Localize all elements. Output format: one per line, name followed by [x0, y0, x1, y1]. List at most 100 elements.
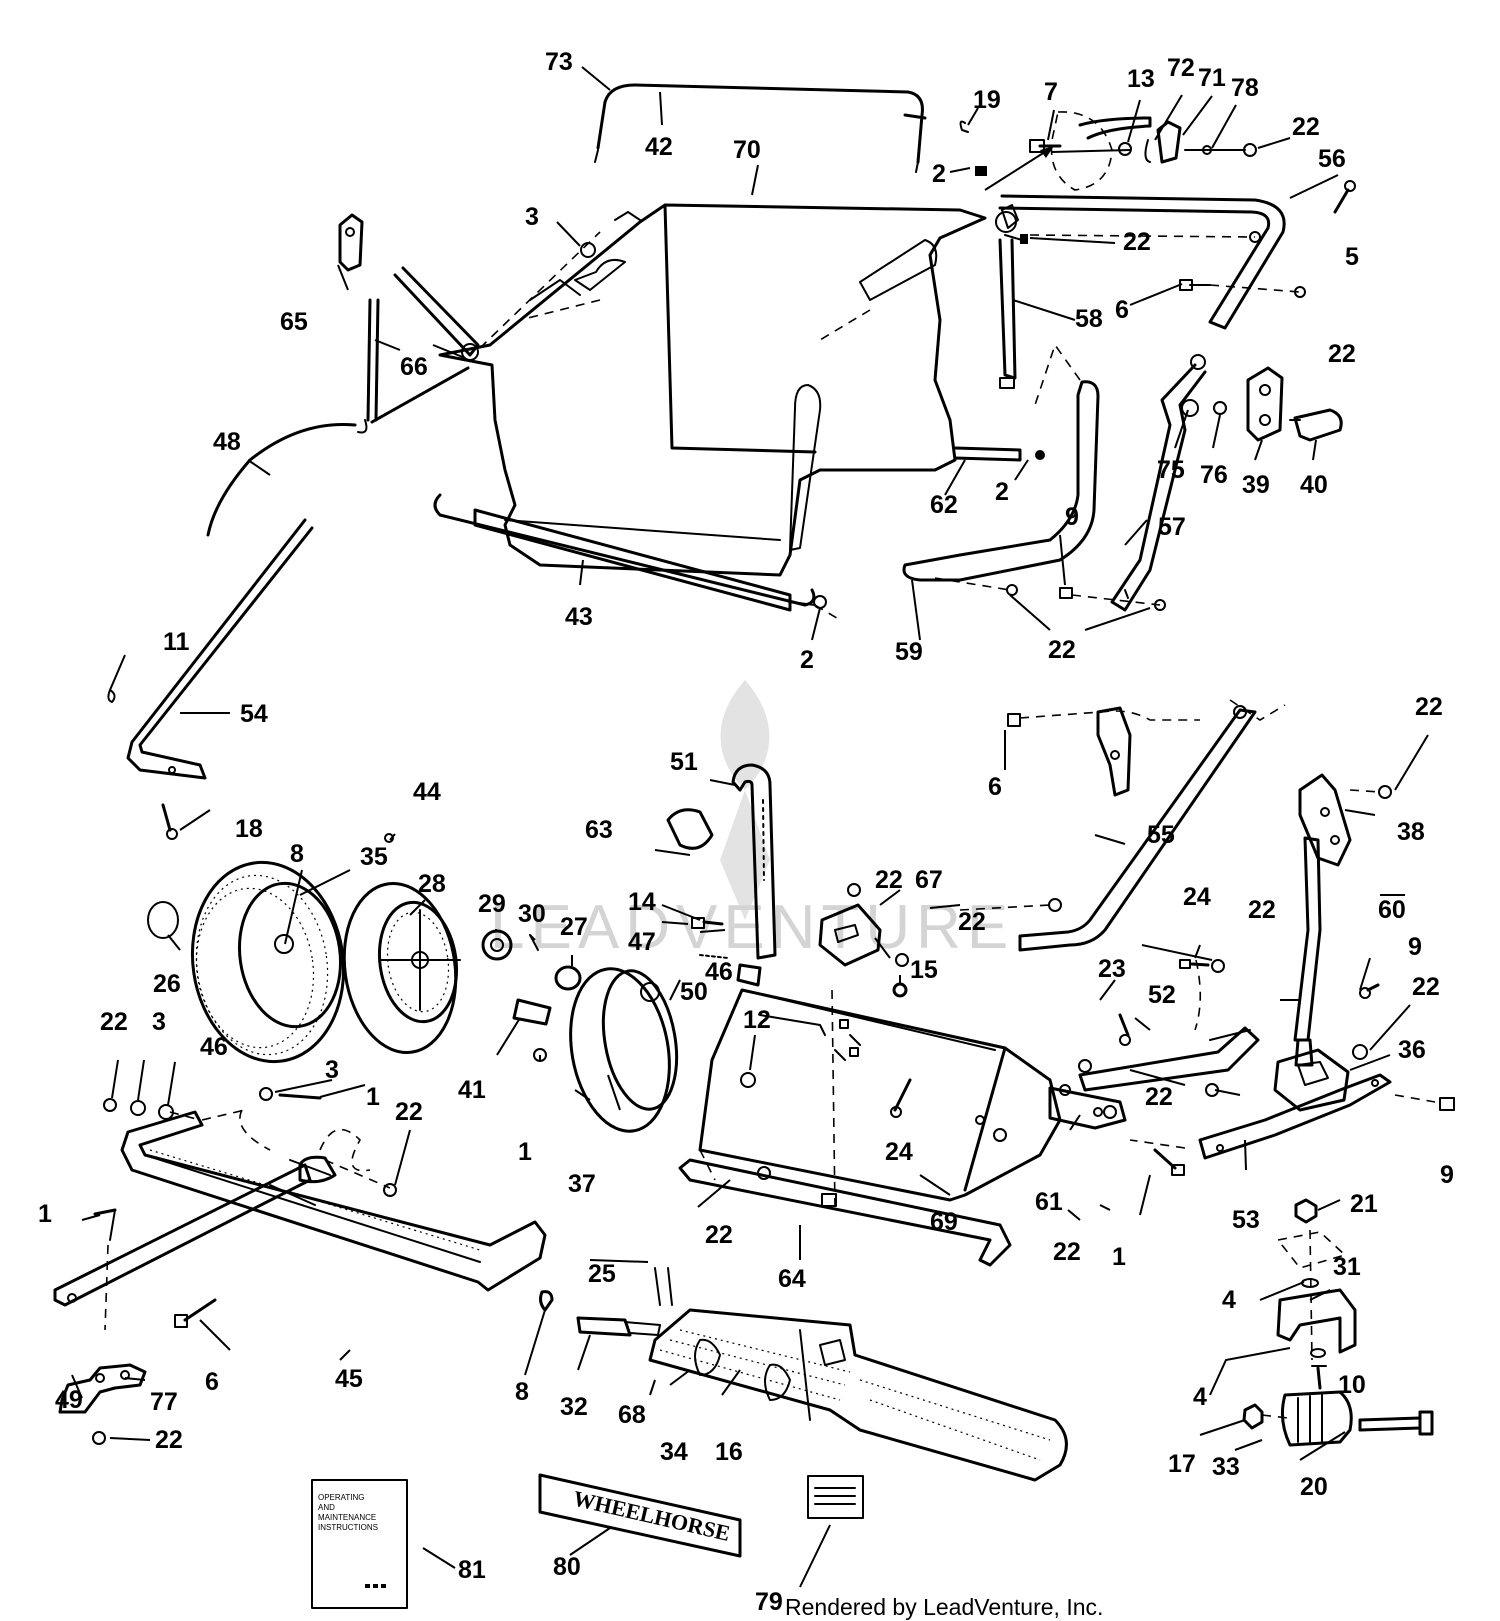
callout-68: 68: [618, 1401, 646, 1429]
callout-3: 3: [525, 203, 539, 231]
callout-32: 32: [560, 1393, 588, 1421]
callout-35: 35: [360, 843, 388, 871]
callout-28: 28: [418, 870, 446, 898]
callout-22: 22: [1048, 636, 1076, 664]
callout-22: 22: [1292, 113, 1320, 141]
callout-22: 22: [958, 908, 986, 936]
drive-disc: [569, 967, 671, 1133]
callout-8: 8: [290, 840, 304, 868]
wheelhorse-nameplate: [538, 1473, 742, 1558]
watermark-flame-icon: [720, 680, 770, 920]
callout-22: 22: [1248, 896, 1276, 924]
manual-line-4: INSTRUCTIONS: [318, 1523, 378, 1532]
callout-65: 65: [280, 308, 308, 336]
callout-49: 49: [55, 1386, 83, 1414]
callout-33: 33: [1212, 1453, 1240, 1481]
decal: [807, 1475, 864, 1519]
callout-1: 1: [1112, 1243, 1126, 1271]
manual-line-1: OPERATING: [318, 1493, 365, 1502]
callout-22: 22: [1145, 1083, 1173, 1111]
callout-22: 22: [1328, 340, 1356, 368]
callout-12: 12: [743, 1006, 771, 1034]
callout-2: 2: [800, 646, 814, 674]
callout-67: 67: [915, 866, 943, 894]
callout-24: 24: [885, 1138, 913, 1166]
callout-53: 53: [1232, 1206, 1260, 1234]
callout-71: 71: [1198, 64, 1226, 92]
handle-assembly: [594, 83, 1286, 330]
callout-5: 5: [1345, 243, 1359, 271]
frame-bar: [120, 1110, 547, 1292]
callout-52: 52: [1148, 981, 1176, 1009]
callout-9: 9: [1065, 503, 1079, 531]
callout-3: 3: [325, 1056, 339, 1084]
callout-70: 70: [733, 136, 761, 164]
callout-66: 66: [400, 353, 428, 381]
callout-55: 55: [1147, 821, 1175, 849]
callout-31: 31: [1333, 1253, 1361, 1281]
handle-side-bar: [998, 194, 1286, 330]
callout-44: 44: [413, 778, 441, 806]
callout-4: 4: [1222, 1286, 1236, 1314]
sweeper-housing: [678, 883, 1127, 1267]
manual-line-3: MAINTENANCE: [318, 1513, 376, 1522]
callout-29: 29: [478, 890, 506, 918]
callout-47: 47: [628, 928, 656, 956]
callout-2: 2: [995, 478, 1009, 506]
callout-1: 1: [366, 1083, 380, 1111]
callout-76: 76: [1200, 461, 1228, 489]
height-adjust-handle: [666, 763, 777, 987]
callout-30: 30: [518, 900, 546, 928]
callout-43: 43: [565, 603, 593, 631]
callout-40: 40: [1300, 471, 1328, 499]
callout-72: 72: [1167, 54, 1195, 82]
callout-59: 59: [895, 638, 923, 666]
right-arm-assembly: [959, 699, 1455, 1176]
callout-9: 9: [1408, 933, 1422, 961]
main-frame: [53, 1109, 547, 1445]
hopper-front-rod: [473, 508, 792, 612]
callout-61: 61: [1035, 1188, 1063, 1216]
callout-56: 56: [1318, 145, 1346, 173]
callout-69: 69: [930, 1208, 958, 1236]
leader-lines: [71, 66, 1429, 1588]
callout-18: 18: [235, 815, 263, 843]
callout-22: 22: [395, 1098, 423, 1126]
tire: [190, 860, 346, 1064]
callout-13: 13: [1127, 65, 1155, 93]
wheel-assembly: [103, 833, 679, 1133]
callout-1: 1: [38, 1200, 52, 1228]
callout-79: 79: [755, 1588, 783, 1616]
callout-25: 25: [588, 1260, 616, 1288]
brush: [648, 1308, 1068, 1482]
callout-57: 57: [1158, 513, 1186, 541]
callout-15: 15: [910, 956, 938, 984]
lift-arm: [1018, 708, 1257, 952]
callout-46: 46: [200, 1033, 228, 1061]
callout-75: 75: [1157, 456, 1185, 484]
callout-22: 22: [100, 1008, 128, 1036]
hopper-frame-arm: [902, 380, 1100, 582]
callout-42: 42: [645, 133, 673, 161]
callout-22: 22: [1053, 1238, 1081, 1266]
callout-22: 22: [1123, 228, 1151, 256]
manual-line-2: AND: [318, 1503, 335, 1512]
callout-46: 46: [705, 958, 733, 986]
callout-3: 3: [152, 1008, 166, 1036]
hopper-outline: [438, 203, 987, 577]
callout-27: 27: [560, 913, 588, 941]
callout-22: 22: [705, 1221, 733, 1249]
callout-38: 38: [1397, 818, 1425, 846]
callout-37: 37: [568, 1170, 596, 1198]
housing-body: [698, 988, 1062, 1202]
callout-21: 21: [1350, 1190, 1378, 1218]
roller-assembly: [1242, 1198, 1434, 1447]
callout-45: 45: [335, 1365, 363, 1393]
roller: [1280, 1390, 1353, 1447]
callout-36: 36: [1398, 1036, 1426, 1064]
handle-bar: [596, 83, 924, 164]
brush-assembly: [539, 1267, 1068, 1482]
hopper-bag: [433, 180, 1356, 621]
wheel-hub: [342, 881, 458, 1055]
callouts: 73 42 70 19 7 13 72 71 78 22 56 2 3 22 5…: [38, 48, 1454, 1616]
